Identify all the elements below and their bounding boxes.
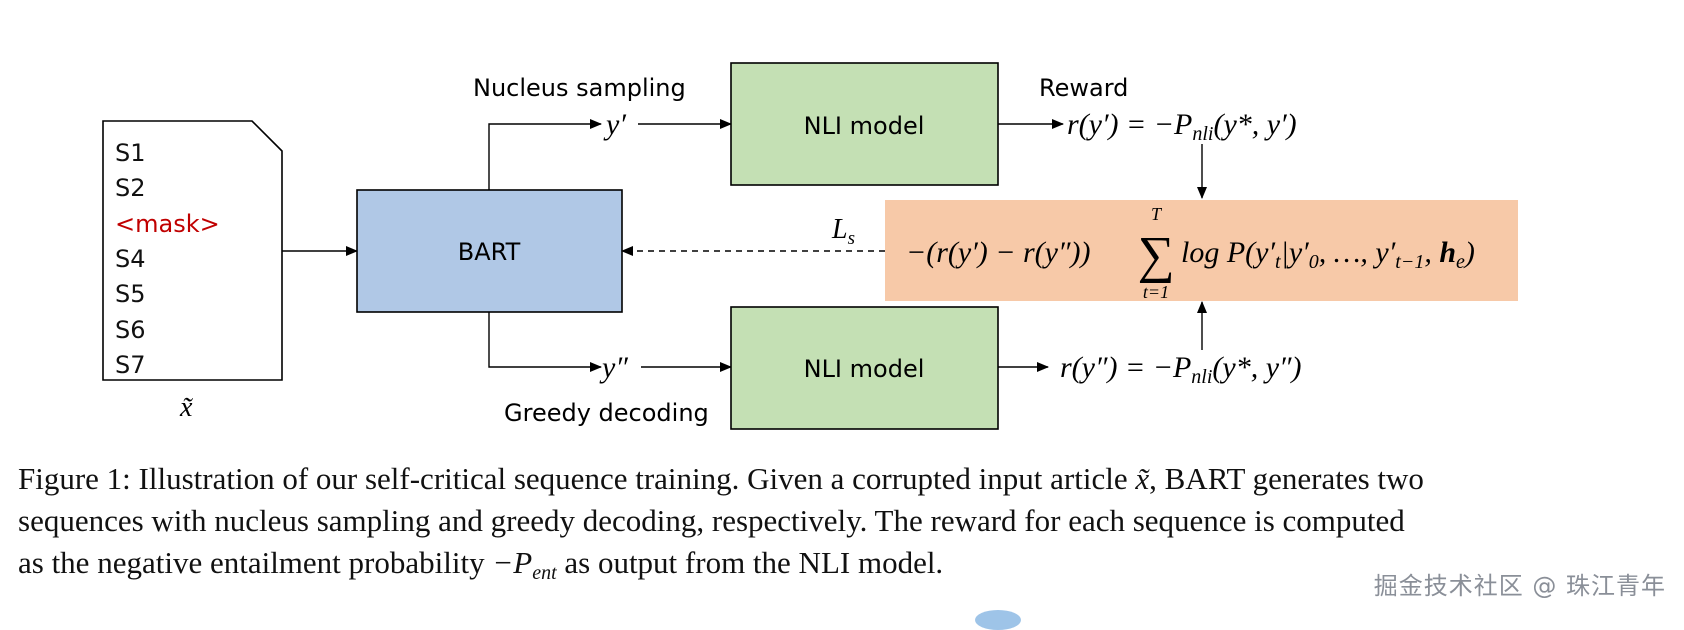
bart-label: BART (458, 238, 521, 266)
input-line-s6: S6 (115, 316, 146, 344)
figure-caption: Figure 1: Illustration of our self-criti… (18, 458, 1618, 584)
input-line-s4: S4 (115, 245, 146, 273)
reward-bottom-formula: r(y″) = −Pnli(y*, y″) (1060, 351, 1302, 388)
input-document (102, 120, 283, 381)
sum-upper: T (1151, 204, 1163, 224)
input-symbol: x̃ (179, 392, 194, 423)
sum-lower: t=1 (1143, 282, 1169, 302)
input-line-s7: S7 (115, 351, 146, 379)
nli-model-top-label: NLI model (804, 112, 925, 140)
input-line-s1: S1 (115, 139, 146, 167)
loss-formula-left: −(r(y′) − r(y″)) (906, 236, 1090, 269)
greedy-decoding-label: Greedy decoding (504, 399, 709, 427)
decorative-blob (975, 610, 1021, 630)
bart-box (356, 189, 623, 313)
y-prime: y′ (603, 108, 626, 141)
arrow-bart-to-y-double-prime (488, 312, 602, 372)
y-double-prime: y″ (599, 351, 628, 384)
reward-label: Reward (1039, 74, 1128, 102)
sum-symbol: ∑ (1137, 227, 1174, 284)
input-line-mask: <mask> (115, 210, 220, 238)
loss-box (885, 200, 1518, 301)
loss-label: Ls (831, 214, 855, 249)
caption-line-1: Figure 1: Illustration of our self-criti… (18, 461, 1424, 496)
nucleus-sampling-label: Nucleus sampling (473, 74, 686, 102)
caption-line-2: sequences with nucleus sampling and gree… (18, 503, 1405, 538)
watermark: 掘金技术社区 @ 珠江青年 (1373, 572, 1666, 600)
arrow-bart-to-y-prime (488, 119, 602, 190)
loss-formula-right: log P(y′t|y′0, …, y′t−1, he) (1181, 236, 1475, 273)
reward-top-formula: r(y′) = −Pnli(y*, y′) (1067, 108, 1297, 145)
loss-formula: −(r(y′) − r(y″)) T ∑ t=1 log P(y′t|y′0, … (906, 204, 1475, 302)
nli-model-bottom-label: NLI model (804, 355, 925, 383)
nli-model-bottom-box (730, 306, 999, 430)
input-line-s5: S5 (115, 280, 146, 308)
caption-line-3: as the negative entailment probability −… (18, 545, 944, 584)
input-line-s2: S2 (115, 174, 146, 202)
